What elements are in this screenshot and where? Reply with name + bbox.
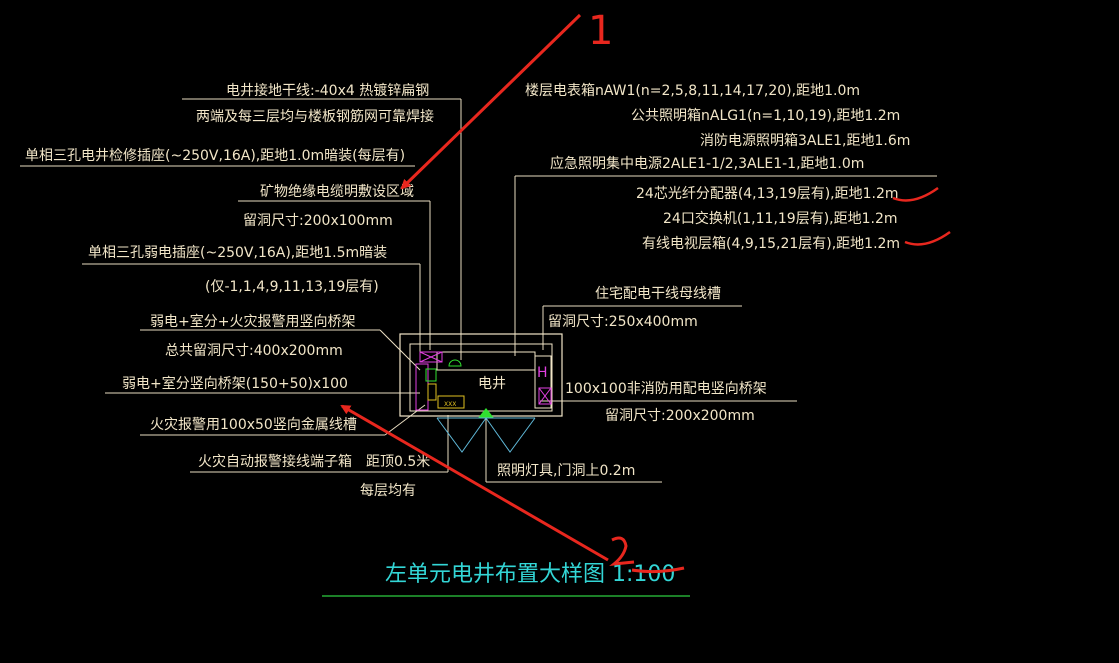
- lighting-label: 照明灯具,门洞上0.2m: [497, 463, 635, 479]
- tray-fire-opening-label: 总共留洞尺寸:400x200mm: [165, 343, 343, 359]
- shaft-inner-wall: [409, 343, 553, 412]
- fire-light-box-label: 消防电源照明箱3ALE1,距地1.6m: [700, 133, 910, 149]
- markup-arrow-2: [340, 404, 609, 562]
- room-label: 电井: [478, 376, 506, 392]
- switch-label: 24口交换机(1,11,19层有),距地1.2m: [663, 210, 898, 227]
- busway-h-mark: H: [537, 365, 548, 381]
- ground-line-label: 电井接地干线:-40x4 热镀锌扁钢: [226, 82, 429, 99]
- tray-fire-label: 弱电+室分+火灾报警用竖向桥架: [150, 313, 355, 330]
- meter-box-label: 楼层电表箱nAW1(n=2,5,8,11,14,17,20),距地1.0m: [525, 83, 860, 99]
- leader-lines-right: [485, 175, 937, 483]
- tray-weak-label: 弱电+室分竖向桥架(150+50)x100: [122, 375, 348, 392]
- busway-label: 住宅配电干线母线槽: [595, 286, 721, 302]
- markup-underline: [631, 566, 685, 574]
- socket-weak-label: 单相三孔弱电插座(~250V,16A),距地1.5m暗装: [88, 245, 387, 261]
- ground-note-label: 两端及每三层均与楼板钢筋网可靠焊接: [196, 108, 434, 125]
- lamp-symbol-top: [448, 359, 462, 367]
- public-light-box-label: 公共照明箱nALG1(n=1,10,19),距地1.2m: [631, 108, 900, 124]
- markup-check-1: [892, 186, 939, 202]
- mineral-cable-label: 矿物绝缘电缆明敷设区域: [260, 184, 414, 200]
- markup-number-2: [609, 536, 635, 566]
- leader-lines-left: [20, 98, 462, 473]
- markup-check-2: [904, 230, 951, 246]
- fire-trunk-rect: [425, 368, 437, 382]
- markup-number-1: 1: [588, 8, 613, 54]
- annotations-right: 楼层电表箱nAW1(n=2,5,8,11,14,17,20),距地1.0m 公共…: [497, 83, 910, 479]
- catv-box-label: 有线电视层箱(4,9,15,21层有),距地1.2m: [642, 236, 900, 252]
- nonfire-opening-label: 留洞尺寸:200x200mm: [605, 408, 755, 424]
- door-swing: [436, 417, 536, 453]
- red-markup: 1: [340, 8, 951, 574]
- weak-tray-rect: [419, 351, 443, 363]
- trunk-fire-label: 火灾报警用100x50竖向金属线槽: [150, 416, 357, 433]
- shaft-plan: XXX H 电井: [399, 333, 563, 453]
- annotations-left: 电井接地干线:-40x4 热镀锌扁钢 两端及每三层均与楼板钢筋网可靠焊接 单相三…: [25, 82, 434, 499]
- fire-box-floors-label: 每层均有: [360, 483, 416, 499]
- socket-maint-label: 单相三孔电井检修插座(~250V,16A),距地1.0m暗装(每层有): [25, 148, 405, 164]
- mineral-opening-label: 留洞尺寸:200x100mm: [243, 213, 393, 229]
- fiber-splitter-label: 24芯光纤分配器(4,13,19层有),距地1.2m: [636, 186, 899, 202]
- lighting-fixture: [478, 408, 494, 418]
- socket-symbol: [427, 383, 437, 401]
- busway-opening-label: 留洞尺寸:250x400mm: [548, 314, 698, 330]
- emergency-power-label: 应急照明集中电源2ALE1-1/2,3ALE1-1,距地1.0m: [550, 155, 864, 172]
- socket-weak-floors-label: (仅-1,1,4,9,11,13,19层有): [205, 279, 379, 295]
- nonfire-tray-rect: [534, 355, 552, 409]
- fire-box-label: 火灾自动报警接线端子箱 距顶0.5米: [198, 453, 430, 470]
- markup-arrow-1: [400, 13, 582, 190]
- drawing-title: 左单元电井布置大样图 1:100: [385, 562, 675, 587]
- nonfire-tray-label: 100x100非消防用配电竖向桥架: [565, 381, 767, 397]
- fire-terminal-box: [437, 395, 465, 409]
- fire-terminal-box-code: XXX: [444, 401, 456, 408]
